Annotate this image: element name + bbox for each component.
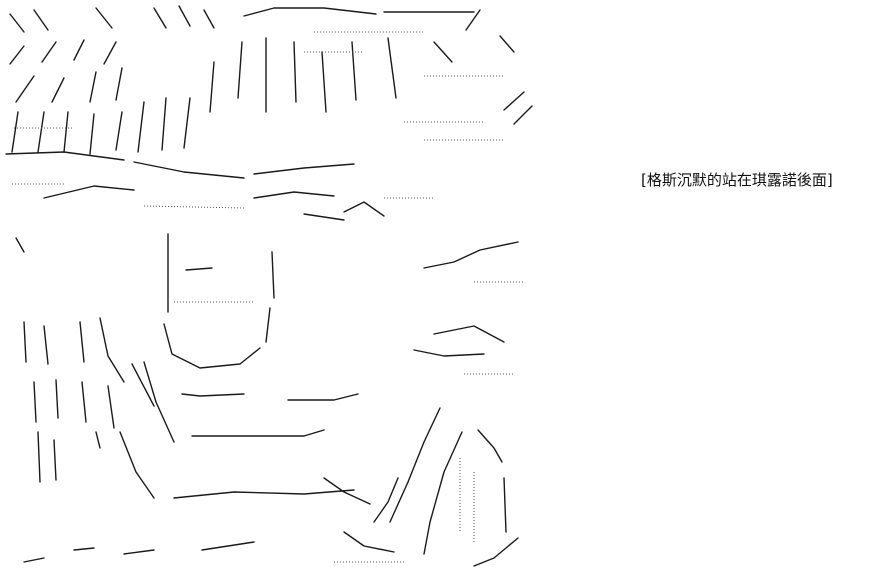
hair-strands (9, 5, 533, 155)
right-side-lines (334, 407, 519, 567)
body-lines (15, 237, 155, 563)
caption-text: [格斯沉默的站在琪露諾後面] (641, 171, 833, 189)
eye-region (5, 151, 434, 221)
face-outline (143, 233, 524, 551)
ascii-art-illustration (4, 2, 564, 574)
ascii-art-drawing (5, 5, 533, 567)
